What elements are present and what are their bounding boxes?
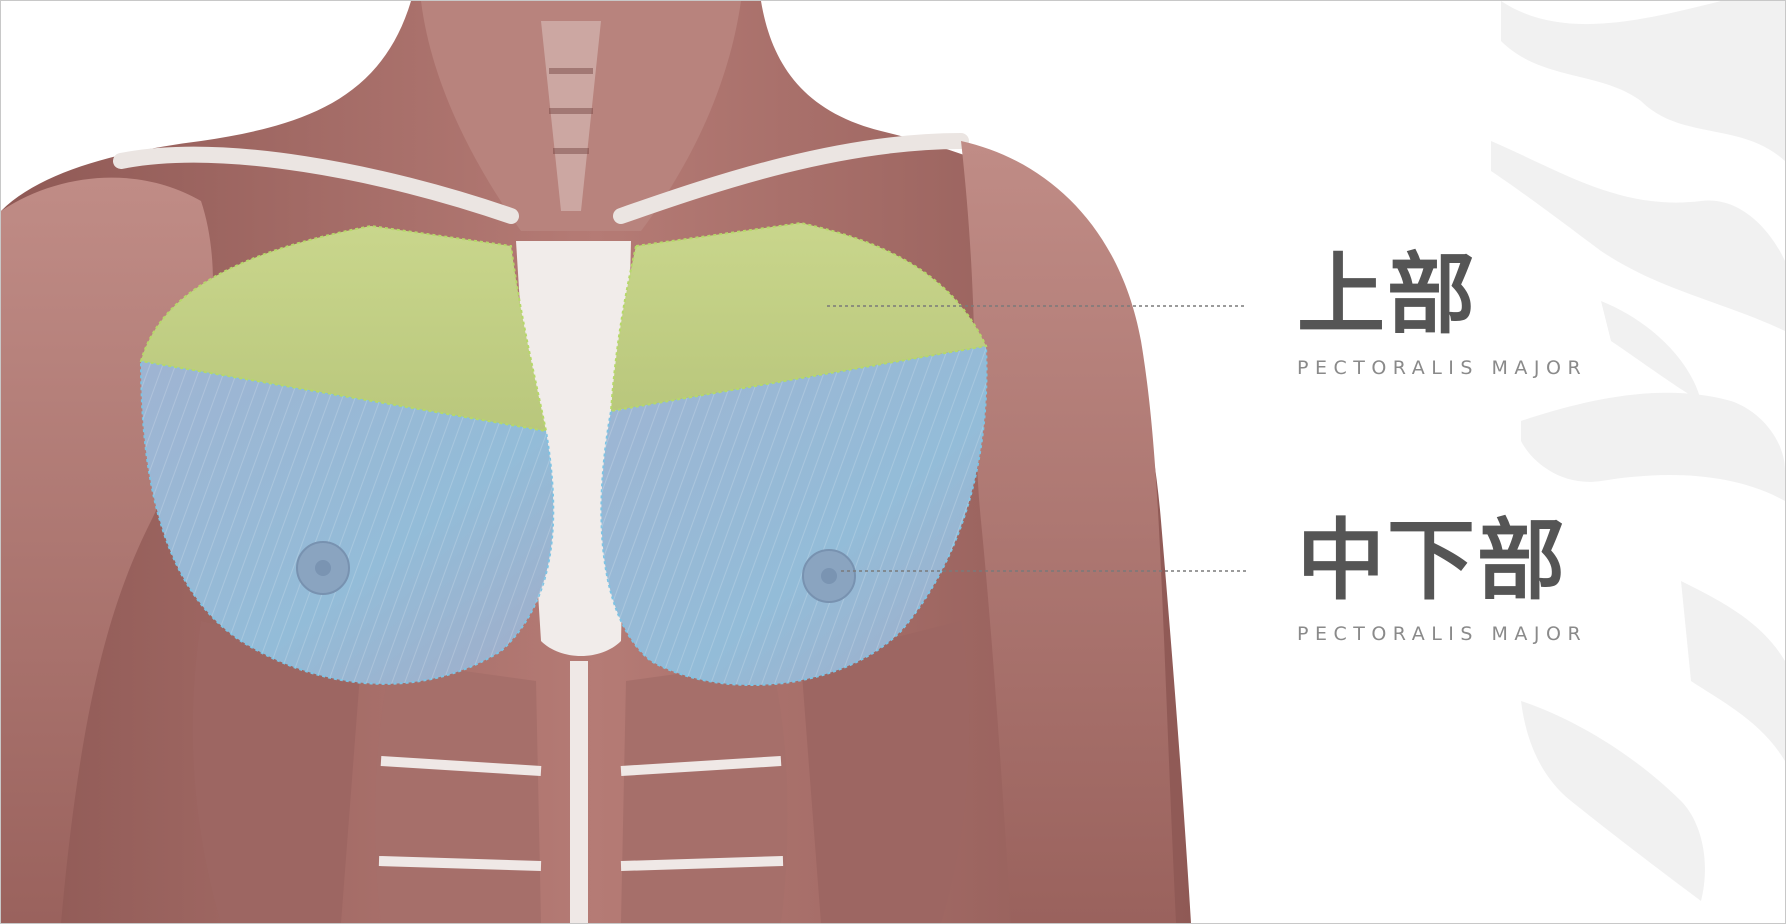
deltoid-right	[961, 141, 1176, 923]
label-lower-title: 中下部	[1297, 509, 1568, 612]
label-upper: 上部 PECTORALIS MAJOR	[1297, 243, 1588, 380]
label-lower-subtitle: PECTORALIS MAJOR	[1297, 623, 1588, 645]
pectoralis-upper-right	[609, 221, 988, 413]
label-lower: 中下部 PECTORALIS MAJOR	[1297, 509, 1588, 646]
clavicle-right	[613, 133, 969, 224]
clavicle-left	[113, 146, 519, 224]
pectoralis-upper-left	[139, 224, 548, 433]
label-upper-title: 上部	[1297, 243, 1478, 346]
label-upper-subtitle: PECTORALIS MAJOR	[1297, 357, 1588, 379]
abdominals	[192, 621, 970, 923]
